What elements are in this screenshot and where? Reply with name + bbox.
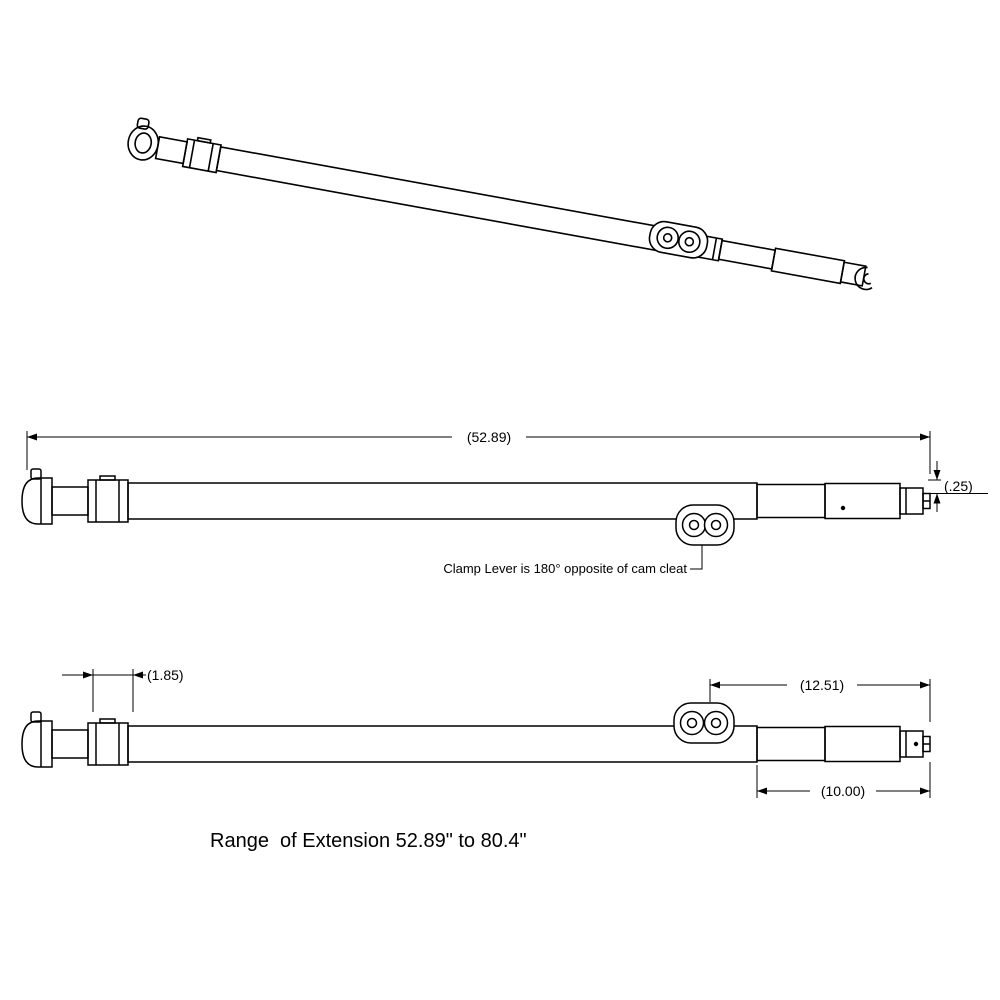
cam-cleat xyxy=(675,504,735,546)
collar-latch xyxy=(196,136,212,144)
isometric-view xyxy=(127,117,873,291)
end-jaw-inner xyxy=(863,272,872,285)
bottom-view: (1.85) (12.51) (10.00) xyxy=(21,667,931,800)
dim-lower-right-label: (10.00) xyxy=(821,783,865,799)
side-view: (52.89) (.25) Clamp Lever is 180° opposi… xyxy=(21,427,989,576)
hook-inner xyxy=(134,132,153,154)
dim-label-bg xyxy=(810,783,876,800)
detent-button xyxy=(840,505,846,511)
dim-label-bg xyxy=(452,427,526,445)
release-pin xyxy=(136,117,150,130)
cam-cleat xyxy=(673,702,735,744)
cam-cleat xyxy=(648,220,709,259)
detent-button xyxy=(913,741,919,747)
dim-label-bg xyxy=(787,677,857,694)
dim-upper-right-label: (12.51) xyxy=(800,677,844,693)
clamp-lever-annotation: Clamp Lever is 180° opposite of cam clea… xyxy=(443,561,687,576)
annotation-leader-line xyxy=(690,545,703,570)
extension-range-caption: Range of Extension 52.89" to 80.4" xyxy=(210,830,527,852)
dim-end-gap-label: (.25) xyxy=(944,478,973,494)
dim-clamp-offset-label: (1.85) xyxy=(147,667,184,683)
dim-overall-length-label: (52.89) xyxy=(467,429,511,445)
dimension-clamp-offset xyxy=(62,669,146,712)
end-jaw-outer xyxy=(854,266,873,291)
dim-label-bg xyxy=(941,479,989,493)
